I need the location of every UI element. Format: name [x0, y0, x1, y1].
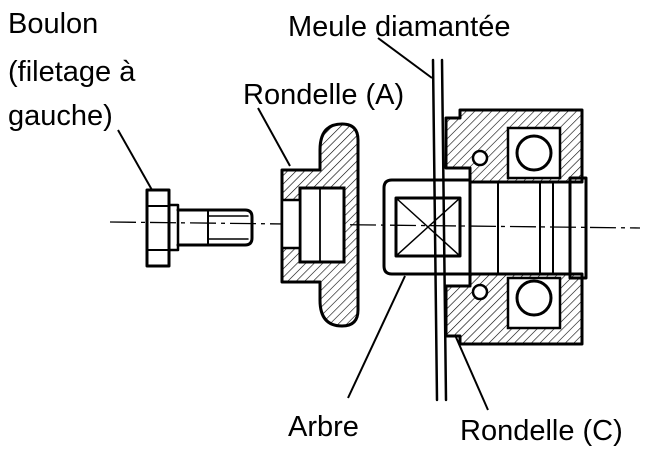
shaft-label: Arbre: [288, 411, 359, 443]
diamond-wheel-part: [431, 58, 448, 402]
wheel-leader: [377, 37, 433, 79]
shaft-part: [382, 176, 588, 280]
bolt-label-line1: Boulon: [8, 8, 98, 40]
shaft-leader: [347, 275, 406, 399]
washer-a-leader: [257, 107, 291, 167]
bolt-part: [145, 188, 254, 268]
leader-lines: [117, 37, 489, 411]
washer-c-leader: [454, 334, 489, 411]
bolt-label-line2: (filetage à: [8, 56, 136, 88]
washer-a-label: Rondelle (A): [243, 79, 404, 111]
washer-c-housing-part: [444, 108, 584, 346]
wheel-label: Meule diamantée: [288, 11, 510, 43]
bolt-leader: [117, 129, 153, 191]
bolt-label-line3: gauche): [8, 100, 113, 132]
washer-c-label: Rondelle (C): [460, 415, 623, 447]
center-axis-line: [109, 221, 641, 229]
washer-a-part: [280, 122, 360, 328]
